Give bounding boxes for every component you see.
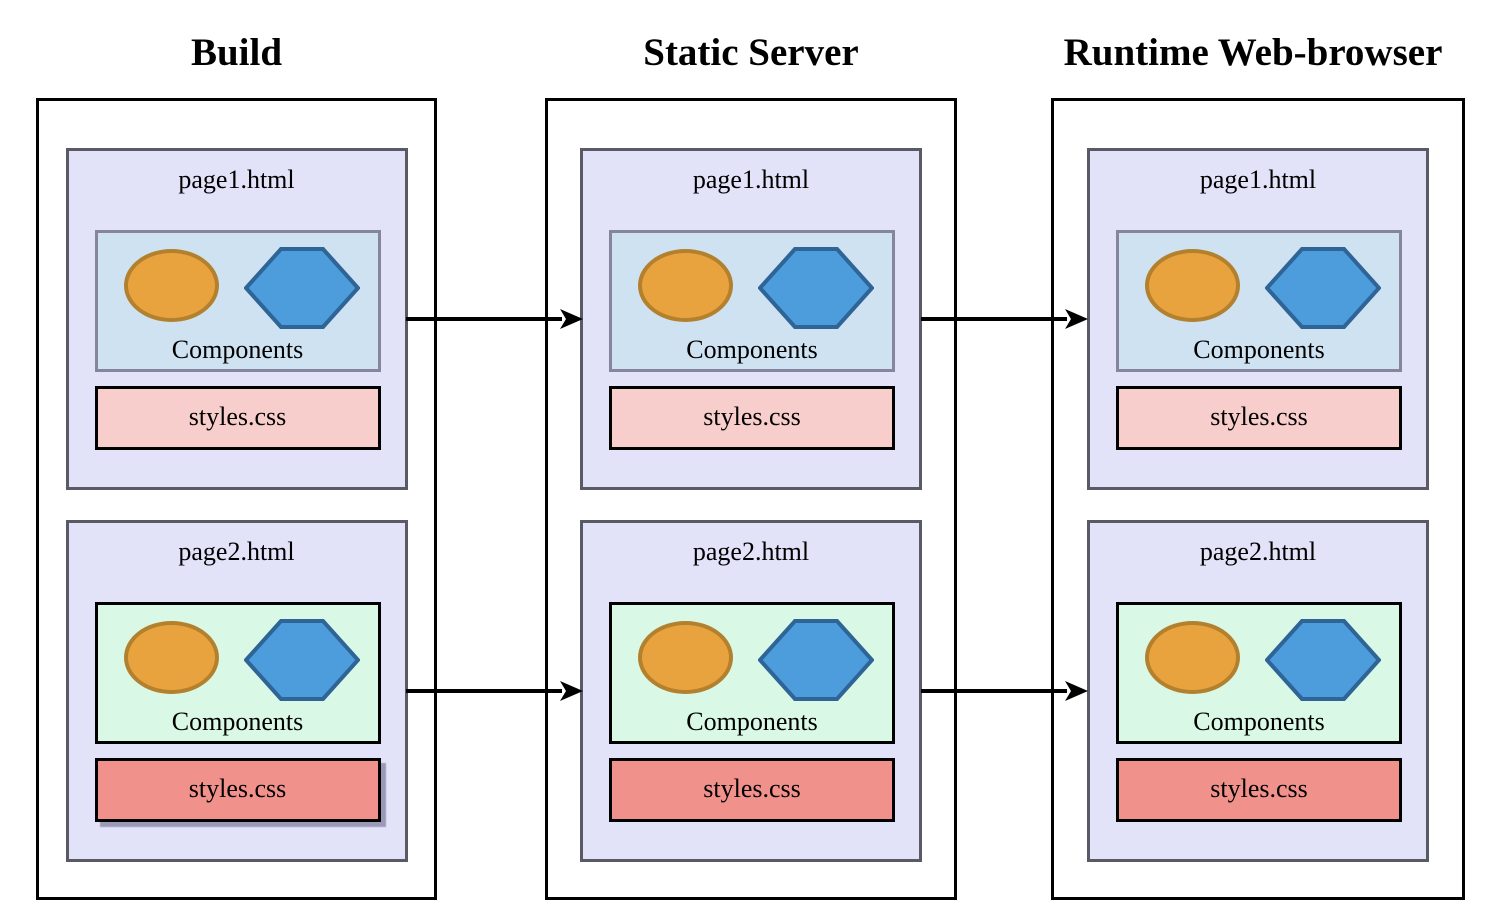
components-box: Components — [1116, 602, 1402, 744]
arrow-static-to-runtime-page2 — [921, 678, 1089, 704]
styles-box: styles.css — [1116, 386, 1402, 450]
container-build: page1.html Components styles.css page2.h… — [36, 98, 437, 900]
column-title-runtime-web-browser: Runtime Web-browser — [1063, 31, 1443, 74]
styles-box: styles.css — [94, 758, 381, 822]
components-box: Components — [1116, 230, 1402, 372]
page-title: page2.html — [178, 537, 295, 566]
components-label: Components — [1193, 335, 1325, 364]
page-card-build-page1: page1.html Components styles.css — [65, 148, 408, 490]
page-title: page1.html — [178, 165, 295, 194]
components-label: Components — [1193, 707, 1325, 736]
column-title-build: Build — [190, 31, 283, 74]
arrow-static-to-runtime-page1 — [921, 306, 1089, 332]
page-card-runtime-page1: page1.html Components styles.css — [1087, 148, 1429, 490]
components-label: Components — [171, 335, 304, 364]
page-card-build-page2: page2.html Components styles.css — [65, 520, 408, 862]
component-ellipse-shape — [123, 621, 219, 694]
component-hexagon-shape — [243, 619, 360, 701]
component-hexagon-shape — [1265, 247, 1381, 329]
styles-box: styles.css — [609, 386, 895, 450]
page-card-runtime-page2: page2.html Components styles.css — [1087, 520, 1429, 862]
styles-box: styles.css — [1116, 758, 1402, 822]
arrow-build-to-static-page1 — [406, 306, 584, 332]
components-box: Components — [94, 230, 381, 372]
arrow-build-to-static-page2 — [406, 678, 584, 704]
component-hexagon-shape — [758, 619, 874, 701]
container-runtime-web-browser: page1.html Components styles.css page2.h… — [1051, 98, 1465, 900]
page-card-static-page1: page1.html Components styles.css — [580, 148, 922, 490]
container-static-server: page1.html Components styles.css page2.h… — [545, 98, 957, 900]
components-box: Components — [609, 602, 895, 744]
component-ellipse-shape — [638, 621, 733, 694]
component-ellipse-shape — [638, 249, 733, 322]
styles-box: styles.css — [609, 758, 895, 822]
component-ellipse-shape — [1145, 249, 1240, 322]
components-label: Components — [171, 707, 304, 736]
components-label: Components — [686, 707, 818, 736]
component-hexagon-shape — [758, 247, 874, 329]
page-title: page1.html — [692, 165, 810, 194]
components-box: Components — [609, 230, 895, 372]
page-title: page1.html — [1199, 165, 1317, 194]
component-hexagon-shape — [1265, 619, 1381, 701]
components-box: Components — [94, 602, 381, 744]
page-card-static-page2: page2.html Components styles.css — [580, 520, 922, 862]
component-ellipse-shape — [123, 249, 219, 322]
styles-box: styles.css — [94, 386, 381, 450]
component-hexagon-shape — [243, 247, 360, 329]
page-title: page2.html — [692, 537, 810, 566]
column-title-static-server: Static Server — [643, 31, 859, 74]
component-ellipse-shape — [1145, 621, 1240, 694]
page-title: page2.html — [1199, 537, 1317, 566]
components-label: Components — [686, 335, 818, 364]
